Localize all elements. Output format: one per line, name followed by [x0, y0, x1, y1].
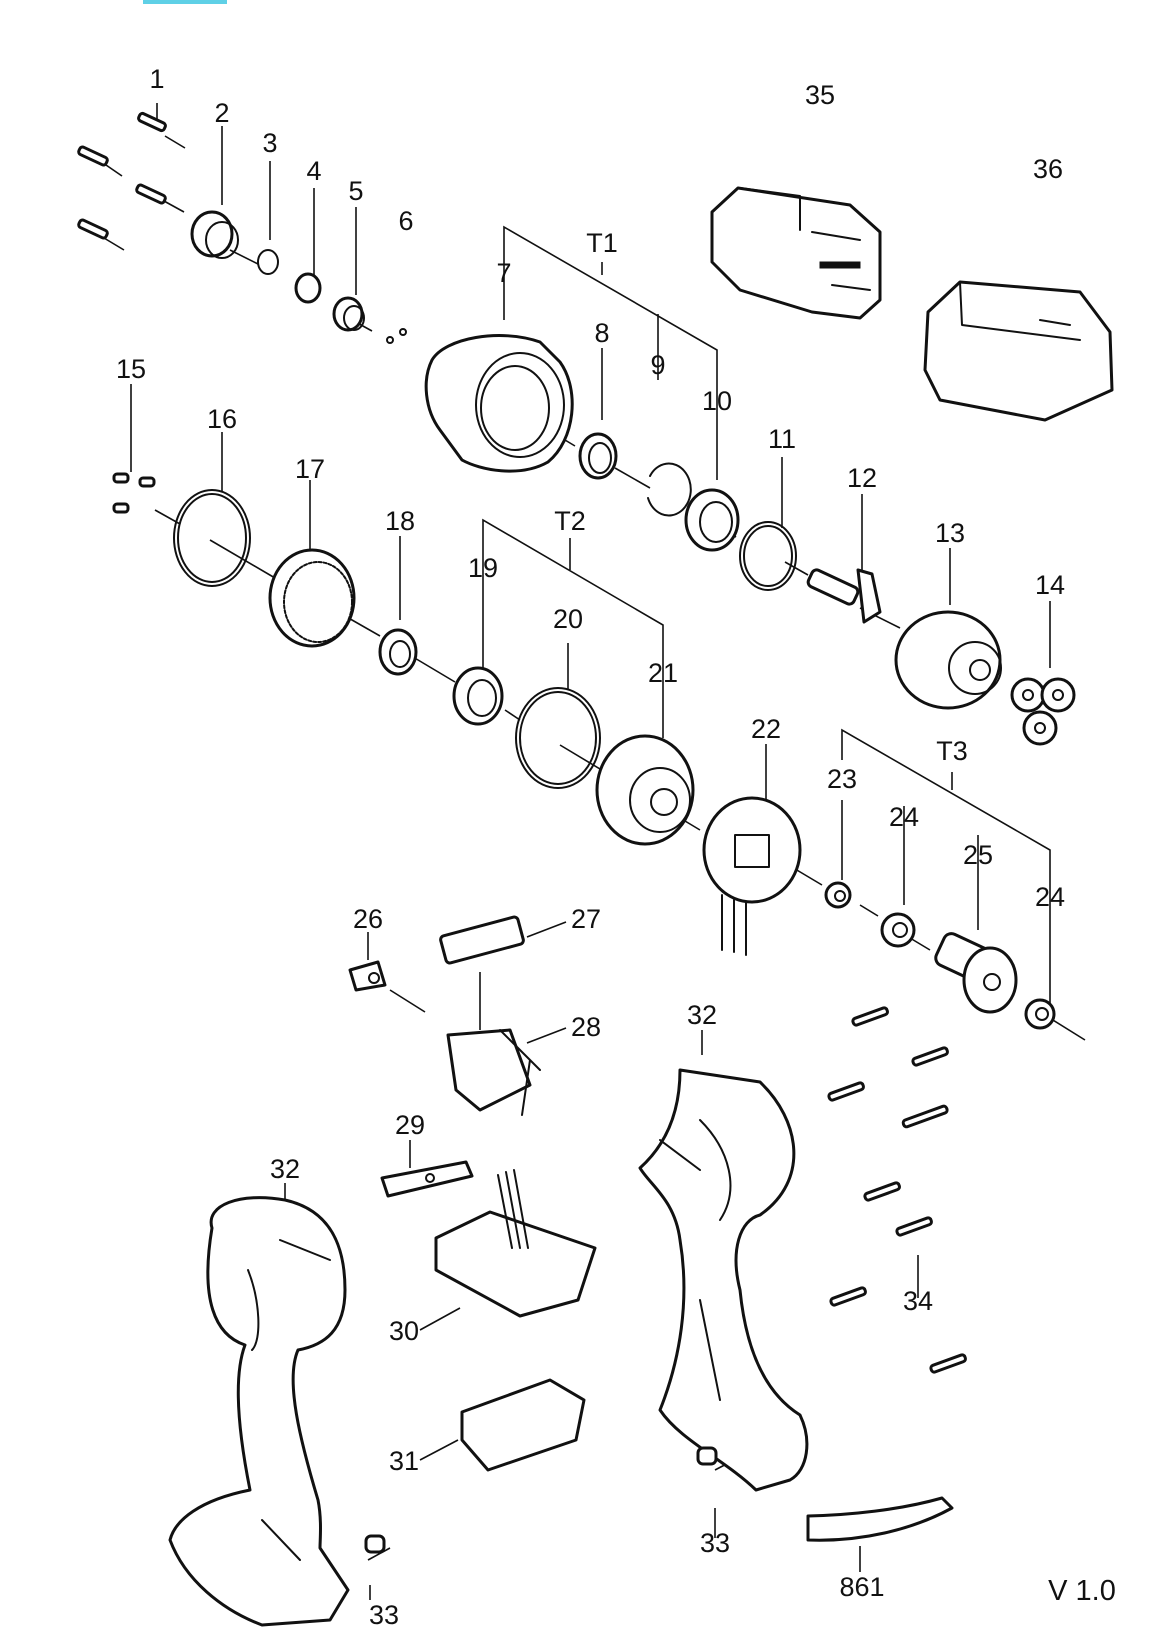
callout-labels: 1 2 3 4 5 6 7 8 9 10 11 12 13 14 15 16 1…	[116, 64, 1116, 1630]
label-part-31: 31	[389, 1446, 419, 1476]
leader-lines	[103, 103, 1086, 1600]
label-part-861: 861	[839, 1572, 884, 1602]
bearing-part-24b	[1024, 998, 1056, 1030]
board-part-29	[380, 1160, 474, 1198]
label-part-15: 15	[116, 354, 146, 384]
rotor-part-25	[934, 932, 1018, 1014]
knob-part-26	[348, 960, 387, 992]
controller-part-30	[434, 1169, 597, 1318]
label-part-36: 36	[1033, 154, 1063, 184]
plate-part-16	[173, 489, 251, 587]
charger-part-36	[923, 280, 1114, 422]
label-part-17: 17	[295, 454, 325, 484]
label-part-5: 5	[348, 176, 363, 206]
pins-part-15	[112, 472, 156, 514]
label-part-21: 21	[648, 658, 678, 688]
label-part-27: 27	[571, 904, 601, 934]
label-part-32b: 32	[687, 1000, 717, 1030]
gears-part-14	[1010, 677, 1076, 746]
label-part-25: 25	[963, 840, 993, 870]
oring-part-11	[739, 521, 797, 591]
oring-part-20	[515, 687, 601, 789]
label-part-6: 6	[398, 206, 413, 236]
pad-part-27	[439, 915, 525, 965]
label-part-29: 29	[395, 1110, 425, 1140]
label-part-34: 34	[903, 1286, 933, 1316]
label-part-24b: 24	[1035, 882, 1065, 912]
ring-part-4	[294, 272, 322, 304]
housing-right-part-32b	[638, 1068, 809, 1492]
sleeve-part-23	[824, 881, 852, 909]
label-part-26: 26	[353, 904, 383, 934]
label-part-19: 19	[468, 553, 498, 583]
label-part-8: 8	[594, 318, 609, 348]
bearing-part-19	[452, 666, 504, 726]
label-part-14: 14	[1035, 570, 1065, 600]
label-part-23: 23	[827, 764, 857, 794]
washer-part-18	[378, 628, 418, 676]
hammer-part-13	[894, 610, 1002, 710]
label-part-24a: 24	[889, 802, 919, 832]
label-part-30: 30	[389, 1316, 419, 1346]
screw-part-1	[77, 111, 167, 240]
label-part-16: 16	[207, 404, 237, 434]
version-label: V 1.0	[1048, 1575, 1116, 1607]
label-part-18: 18	[385, 506, 415, 536]
label-part-1: 1	[149, 64, 164, 94]
label-part-20: 20	[553, 604, 583, 634]
housing-left-part-32a	[168, 1196, 350, 1627]
label-part-11: 11	[768, 424, 796, 454]
gear-housing-part-7	[424, 334, 574, 473]
label-part-33a: 33	[700, 1528, 730, 1558]
label-part-35: 35	[805, 80, 835, 110]
clip-part-861	[806, 1496, 954, 1542]
collar-part-2	[190, 210, 239, 259]
label-part-12: 12	[847, 463, 877, 493]
label-group-t3: T3	[936, 736, 968, 766]
label-part-10: 10	[702, 386, 732, 416]
stator-part-22	[702, 796, 802, 956]
bearing-part-24a	[880, 912, 916, 948]
label-part-7: 7	[496, 258, 511, 288]
label-part-3: 3	[262, 128, 277, 158]
ring-part-3	[257, 249, 279, 275]
cover-part-21	[595, 734, 695, 846]
sleeve-part-5	[332, 296, 365, 332]
terminal-part-31	[460, 1378, 586, 1472]
balls-part-6	[386, 328, 407, 344]
label-part-33b: 33	[369, 1600, 399, 1630]
label-part-13: 13	[935, 518, 965, 548]
label-part-32a: 32	[270, 1154, 300, 1184]
label-part-28: 28	[571, 1012, 601, 1042]
top-tab-marker	[143, 0, 227, 4]
battery-part-35	[710, 186, 882, 320]
bearing-part-10	[684, 488, 740, 552]
label-part-2: 2	[214, 98, 229, 128]
ring-gear-part-17	[268, 548, 356, 648]
label-part-4: 4	[306, 156, 321, 186]
switch-part-28	[446, 1028, 541, 1116]
label-group-t1: T1	[586, 228, 618, 258]
label-part-22: 22	[751, 714, 781, 744]
label-part-9: 9	[650, 350, 665, 380]
anvil-part-12	[806, 568, 882, 624]
label-group-t2: T2	[554, 506, 586, 536]
plug-part-33	[364, 1446, 718, 1554]
screws-part-34	[827, 1006, 967, 1374]
clip-part-9	[647, 462, 692, 517]
washer-part-8	[578, 432, 618, 480]
